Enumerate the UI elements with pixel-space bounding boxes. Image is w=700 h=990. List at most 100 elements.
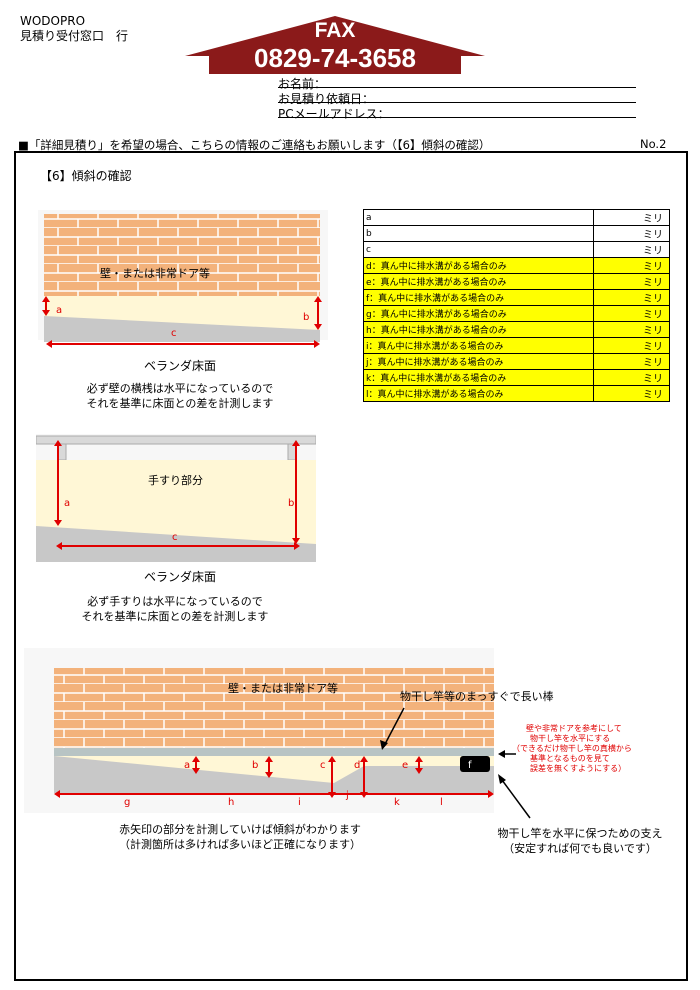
fax-banner: FAX 0829-74-3658 bbox=[185, 16, 485, 74]
letter-g3: g bbox=[124, 797, 131, 808]
letter-b2: b bbox=[288, 498, 295, 509]
measurement-row: k：真ん中に排水溝がある場合のみミリ bbox=[363, 369, 670, 386]
letter-d3: d bbox=[354, 760, 361, 771]
measurement-row: l：真ん中に排水溝がある場合のみミリ bbox=[363, 385, 670, 402]
bottom-note-line1: 赤矢印の部分を計測していけば傾斜がわかります bbox=[119, 823, 361, 836]
red-note-line2: 物干し竿を水平にする bbox=[530, 734, 611, 743]
letter-k3: k bbox=[394, 797, 400, 808]
measurement-row: i：真ん中に排水溝がある場合のみミリ bbox=[363, 337, 670, 354]
measurement-value-input[interactable]: ミリ bbox=[593, 353, 670, 370]
support-note-line1: 物干し竿を水平に保つための支え bbox=[497, 827, 663, 840]
page-number: No.2 bbox=[640, 137, 667, 151]
fax-number: 0829-74-3658 bbox=[254, 43, 416, 73]
measurement-value-input[interactable]: ミリ bbox=[593, 385, 670, 402]
measurement-row: f：真ん中に排水溝がある場合のみミリ bbox=[363, 289, 670, 306]
red-note-arrow bbox=[498, 750, 516, 758]
letter-e3: e bbox=[402, 760, 409, 771]
measurement-label: h：真ん中に排水溝がある場合のみ bbox=[363, 321, 594, 338]
red-note-line5: 誤差を無くすようにする） bbox=[530, 764, 627, 773]
support-arrow bbox=[498, 774, 531, 819]
measurement-row: j：真ん中に排水溝がある場合のみミリ bbox=[363, 353, 670, 370]
measurement-label: d：真ん中に排水溝がある場合のみ bbox=[363, 257, 594, 274]
measurement-row: e：真ん中に排水溝がある場合のみミリ bbox=[363, 273, 670, 290]
name-label: お名前： bbox=[278, 77, 327, 91]
name-field[interactable]: お名前： bbox=[278, 73, 636, 91]
letter-a2: a bbox=[64, 498, 71, 509]
diagram1-note-line2: それを基準に床面との差を計測します bbox=[86, 397, 274, 410]
bottom-note-line2: （計測箇所は多ければ多いほど正確になります） bbox=[119, 838, 361, 851]
diagram-railing-slope bbox=[36, 434, 316, 562]
measurement-value-input[interactable]: ミリ bbox=[593, 257, 670, 274]
letter-f3: f bbox=[468, 760, 472, 771]
measurement-value-input[interactable]: ミリ bbox=[593, 289, 670, 306]
support-note: 物干し竿を水平に保つための支え （安定すれば何でも良いです） bbox=[470, 826, 690, 856]
rail-label: 手すり部分 bbox=[148, 474, 203, 487]
measurement-value-input[interactable]: ミリ bbox=[593, 305, 670, 322]
diagram-wall-slope bbox=[38, 210, 328, 348]
measurement-label: j：真ん中に排水溝がある場合のみ bbox=[363, 353, 594, 370]
diagram1-note: 必ず壁の横桟は水平になっているので それを基準に床面との差を計測します bbox=[50, 381, 310, 411]
letter-i3: i bbox=[298, 797, 301, 808]
measurement-label: f：真ん中に排水溝がある場合のみ bbox=[363, 289, 594, 306]
handrail bbox=[36, 435, 316, 445]
diagram1-note-line1: 必ず壁の横桟は水平になっているので bbox=[86, 382, 274, 395]
measurement-value-input[interactable]: ミリ bbox=[593, 337, 670, 354]
floor-slope-3 bbox=[54, 756, 494, 793]
diagram2-caption: ベランダ床面 bbox=[143, 570, 216, 584]
measurement-row: g：真ん中に排水溝がある場合のみミリ bbox=[363, 305, 670, 322]
letter-c3: c bbox=[320, 760, 326, 771]
wall-label: 壁・または非常ドア等 bbox=[100, 267, 210, 280]
letter-b: b bbox=[303, 312, 310, 323]
measurement-value-input[interactable]: ミリ bbox=[593, 241, 670, 258]
red-note: 壁や非常ドアを参考にして 物干し竿を水平にする （できるだけ物干し竿の真横から … bbox=[512, 724, 632, 774]
measurement-label: k：真ん中に排水溝がある場合のみ bbox=[363, 369, 594, 386]
letter-c: c bbox=[171, 328, 177, 339]
intro-text: ■「詳細見積り」を希望の場合、こちらの情報のご連絡もお願いします（【6】傾斜の確… bbox=[18, 138, 491, 152]
letter-j3: j bbox=[346, 790, 349, 801]
fax-label: FAX bbox=[314, 19, 356, 42]
measurement-value-input[interactable]: ミリ bbox=[593, 369, 670, 386]
brick-wall-3 bbox=[54, 668, 494, 748]
measurement-label: l：真ん中に排水溝がある場合のみ bbox=[363, 385, 594, 402]
diagram1-caption: ベランダ床面 bbox=[143, 359, 216, 373]
red-note-line1: 壁や非常ドアを参考にして bbox=[526, 724, 622, 733]
red-note-line3: （できるだけ物干し竿の真横から bbox=[512, 744, 632, 753]
company-name: WODOPRO bbox=[20, 14, 86, 28]
request-date-field[interactable]: お見積り依頼日： bbox=[278, 88, 636, 106]
measurement-label: i：真ん中に排水溝がある場合のみ bbox=[363, 337, 594, 354]
measurement-row: d：真ん中に排水溝がある場合のみミリ bbox=[363, 257, 670, 274]
diagram2-note: 必ず手すりは水平になっているので それを基準に床面との差を計測します bbox=[45, 594, 305, 624]
measurement-label: c bbox=[363, 241, 594, 258]
brick-wall bbox=[44, 214, 320, 296]
diagram2-note-line2: それを基準に床面との差を計測します bbox=[81, 610, 269, 623]
bottom-note: 赤矢印の部分を計測していけば傾斜がわかります （計測箇所は多ければ多いほど正確に… bbox=[90, 822, 390, 852]
letter-l3: l bbox=[440, 797, 443, 808]
letter-h3: h bbox=[228, 797, 235, 808]
email-field[interactable]: PCメールアドレス： bbox=[278, 103, 636, 121]
letter-a: a bbox=[56, 305, 63, 316]
measurement-value-input[interactable]: ミリ bbox=[593, 321, 670, 338]
measurement-value-input[interactable]: ミリ bbox=[593, 209, 670, 226]
letter-b3: b bbox=[252, 760, 259, 771]
measurement-label: e：真ん中に排水溝がある場合のみ bbox=[363, 273, 594, 290]
measurement-label: b bbox=[363, 225, 594, 242]
diagram2-note-line1: 必ず手すりは水平になっているので bbox=[87, 595, 263, 608]
red-note-line4: 基準となるものを見て bbox=[530, 754, 610, 763]
measurement-label: g：真ん中に排水溝がある場合のみ bbox=[363, 305, 594, 322]
fax-banner-roof bbox=[185, 16, 485, 74]
measurement-value-input[interactable]: ミリ bbox=[593, 273, 670, 290]
floor-slope-2 bbox=[36, 526, 316, 562]
request-date-label: お見積り依頼日： bbox=[278, 92, 375, 106]
content-frame bbox=[14, 151, 688, 981]
recipient-line: 見積り受付窓口 行 bbox=[20, 29, 129, 43]
floor-slope bbox=[44, 316, 320, 342]
diagram-pole-slope bbox=[24, 648, 494, 813]
measurement-value-input[interactable]: ミリ bbox=[593, 225, 670, 242]
support-note-line2: （安定すれば何でも良いです） bbox=[503, 842, 657, 855]
pole-support bbox=[460, 756, 490, 772]
measurement-label: a bbox=[363, 209, 594, 226]
